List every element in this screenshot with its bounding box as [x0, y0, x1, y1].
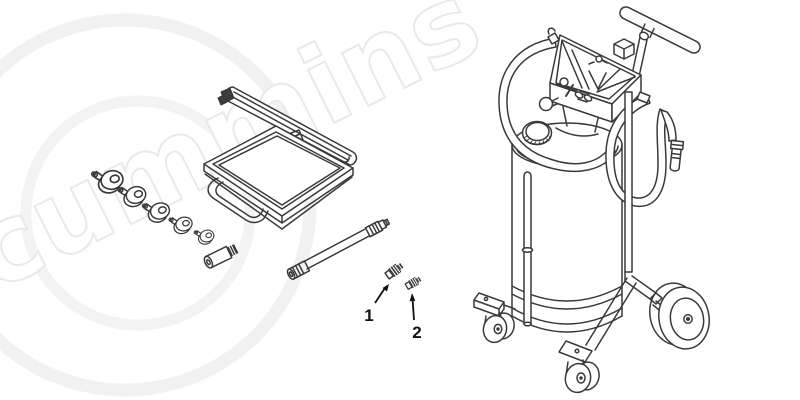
hose-clamp-left [547, 27, 560, 45]
caster-front [564, 361, 600, 394]
plug-fitting-2 [403, 274, 423, 291]
drain-pan [203, 125, 354, 230]
callout-1-arrow-head [382, 284, 389, 292]
callout-1-label: 1 [364, 306, 373, 325]
watermark-circle-outer [0, 13, 317, 397]
cylinder-adapter [203, 244, 239, 269]
drain-hose [286, 218, 391, 280]
watermark-circle-inner [20, 95, 256, 331]
drawing [90, 6, 710, 394]
valve-lever [565, 84, 574, 97]
plug-fitting-1 [383, 260, 406, 281]
callout-1-arrow-line [374, 287, 386, 304]
adapter-set [90, 167, 239, 269]
hose-free-end [660, 109, 677, 142]
knob [538, 96, 554, 112]
waste-oil-drainer-unit [473, 6, 710, 394]
callout-1: 1 [364, 284, 389, 325]
callouts: 1 2 [364, 284, 422, 342]
callout-2: 2 [409, 293, 422, 342]
spout-tube [217, 86, 358, 166]
callout-2-label: 2 [412, 323, 421, 342]
round-adapter-5 [193, 228, 217, 247]
caster-left [482, 312, 515, 344]
hose-left-loop [498, 37, 617, 173]
handle-post [624, 91, 633, 273]
rear-wheel [649, 282, 710, 350]
pump-block [613, 38, 635, 60]
sight-gauge-tube [521, 171, 534, 327]
pan-handle [207, 177, 269, 224]
filler-cap [521, 120, 553, 146]
hose-clamp-right [636, 91, 651, 104]
control-box [538, 27, 642, 123]
hose-nozzle [669, 139, 685, 172]
callout-2-arrow-line [411, 299, 415, 321]
callout-2-arrow-head [409, 293, 416, 302]
